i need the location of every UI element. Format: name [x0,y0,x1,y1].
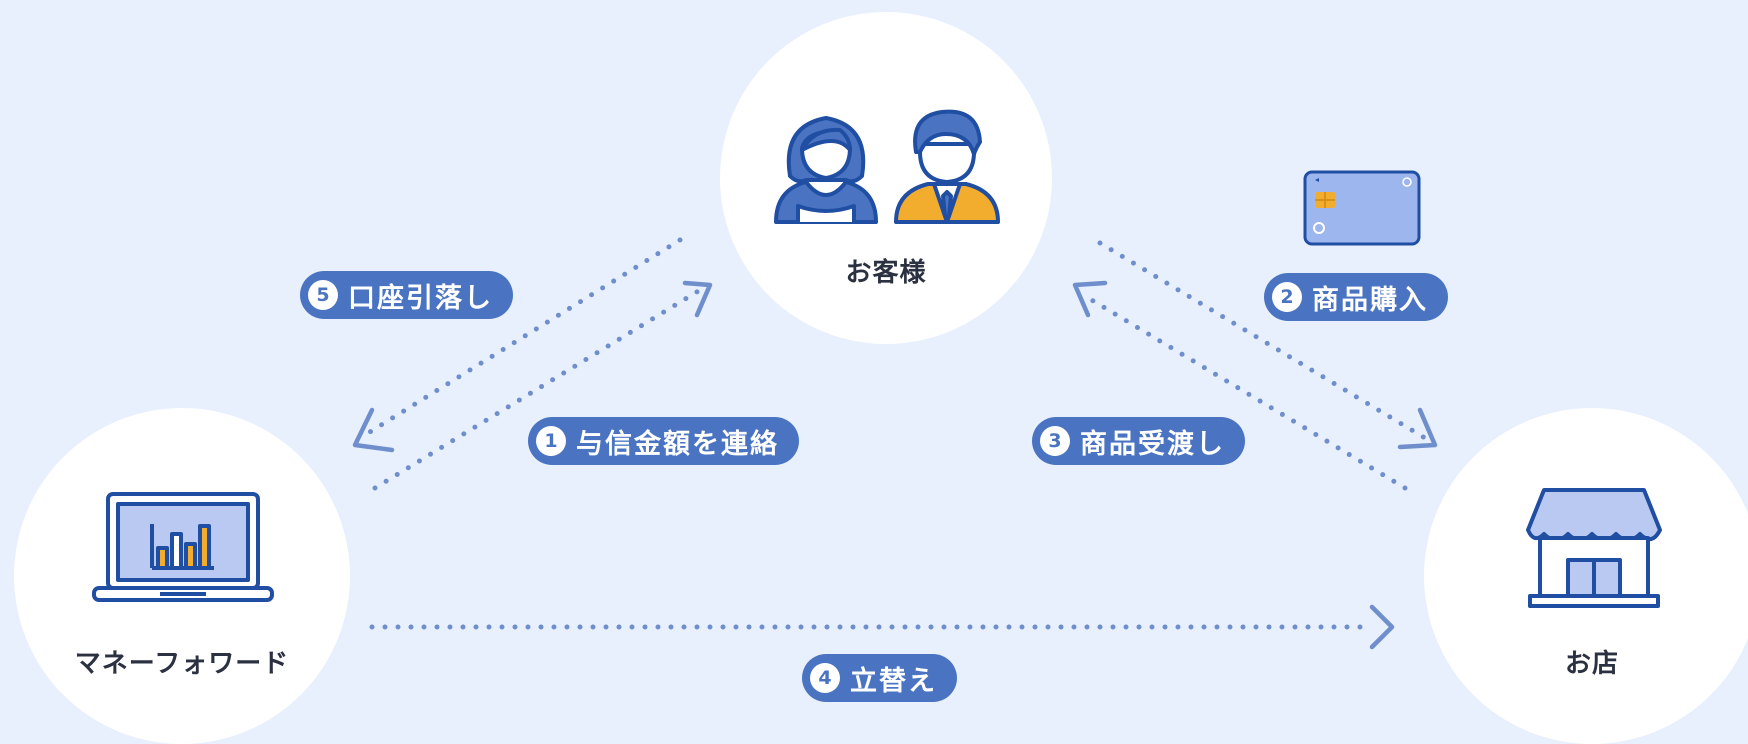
arrow-1-line [372,287,703,491]
step-5-label: 口座引落し [348,282,493,314]
arrow-4-head [1369,604,1395,650]
store-icon [1526,488,1662,608]
node-money-forward: マネーフォワード [14,408,350,744]
step-3-label: 商品受渡し [1080,428,1225,460]
arrow-5-line [362,237,683,438]
customers-icon [774,109,1000,224]
step-2-badge: 2 商品購入 [1264,273,1448,321]
laptop-chart-icon [92,492,274,602]
step-1-number: 1 [536,426,566,456]
step-1-label: 与信金額を連絡 [576,428,779,460]
arrow-3-head [1072,280,1108,318]
step-2-label: 商品購入 [1312,284,1428,316]
step-4-number: 4 [810,663,840,693]
node-money-forward-label: マネーフォワード [74,649,290,679]
node-store-label: お店 [1564,649,1619,679]
arrow-5-head [352,407,395,453]
step-4-badge: 4 立替え [802,654,957,702]
credit-card-icon [1303,170,1421,246]
arrow-3-line [1082,293,1408,491]
arrow-2-line [1097,240,1428,441]
node-customer-label: お客様 [845,258,927,288]
step-1-badge: 1 与信金額を連絡 [528,417,799,465]
step-4-label: 立替え [850,665,937,697]
node-store: お店 [1424,408,1748,744]
node-customer: お客様 [720,12,1052,344]
arrow-1-head [682,280,713,318]
step-2-number: 2 [1272,282,1302,312]
arrow-2-head [1397,407,1438,450]
step-3-badge: 3 商品受渡し [1032,417,1245,465]
step-3-number: 3 [1040,426,1070,456]
step-5-badge: 5 口座引落し [300,271,513,319]
step-5-number: 5 [308,280,338,310]
